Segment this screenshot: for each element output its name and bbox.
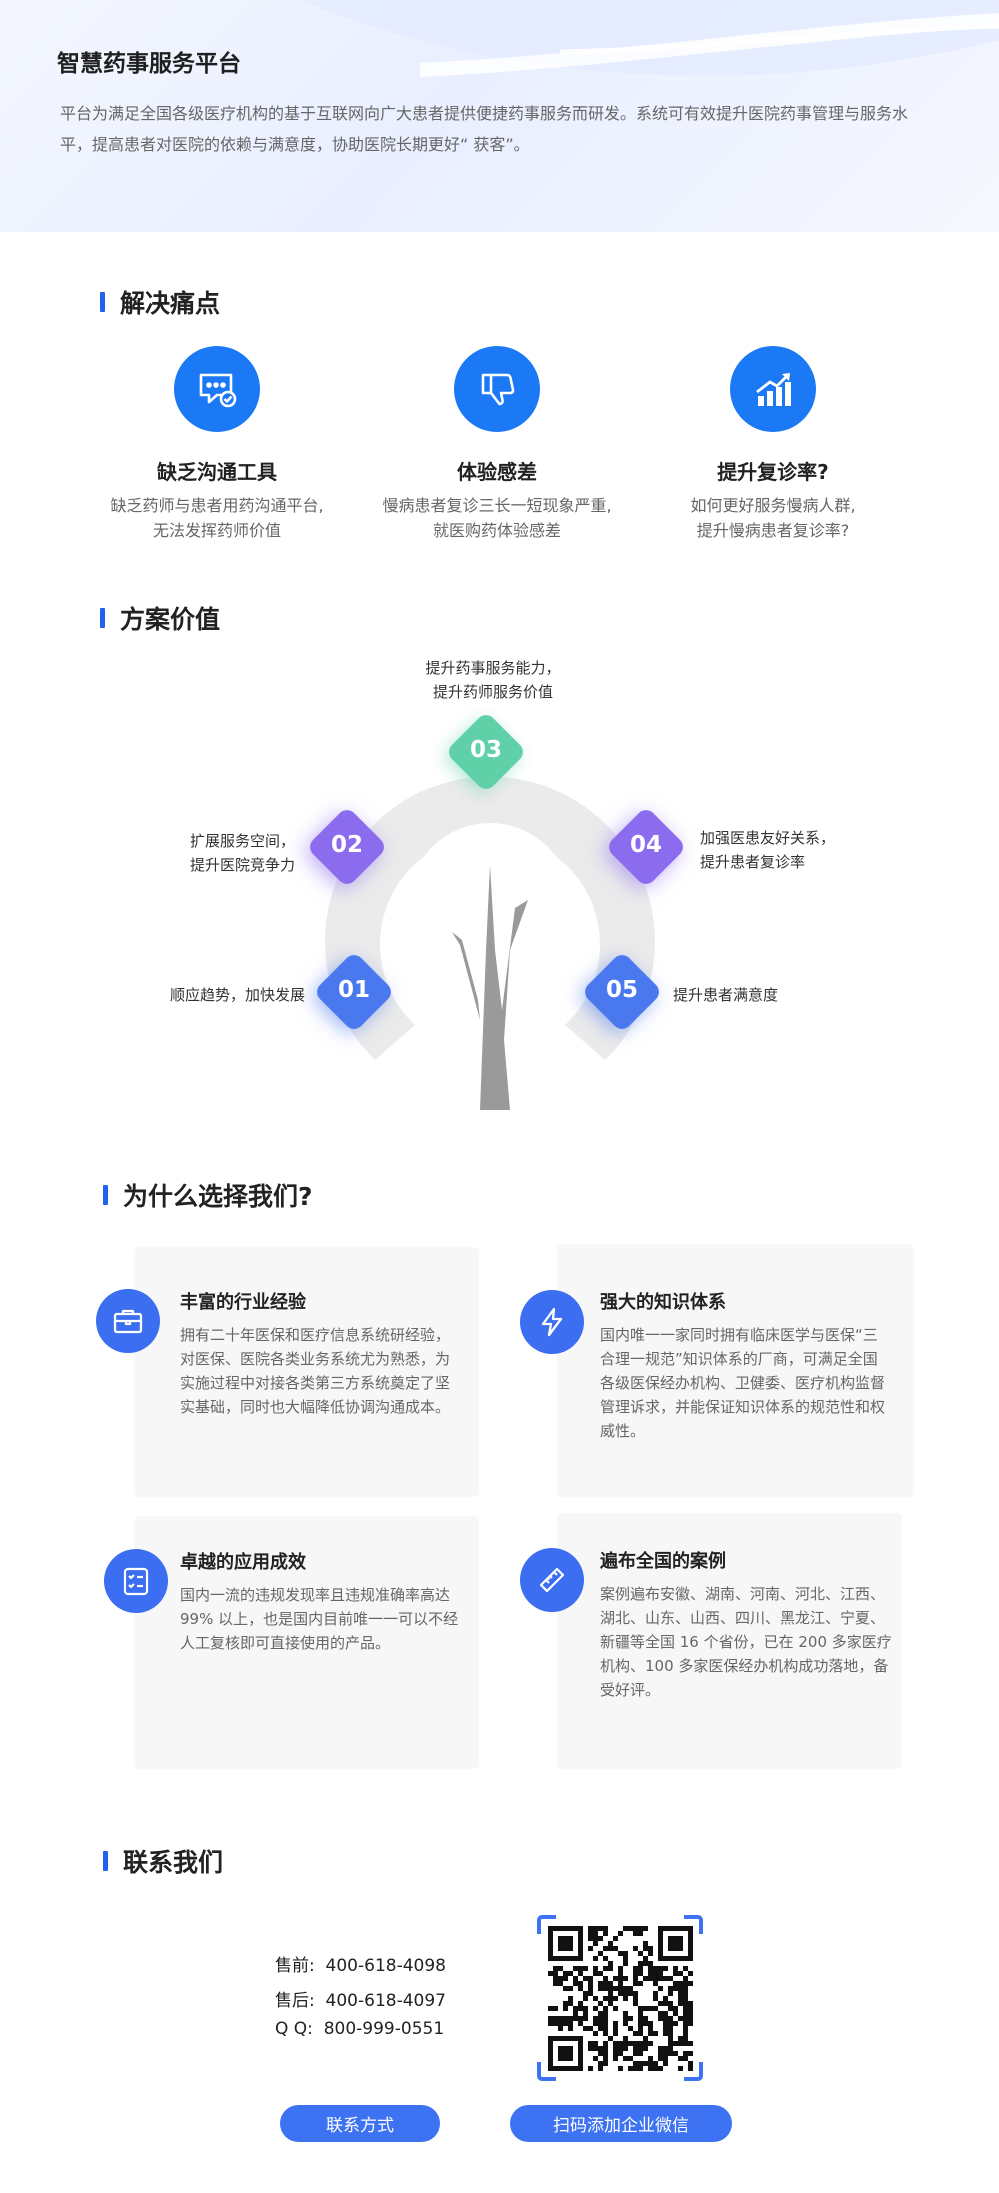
checklist-icon — [104, 1549, 168, 1613]
briefcase-icon — [96, 1289, 160, 1353]
value-label-03: 提升药事服务能力，提升药师服务价值 — [425, 659, 561, 701]
why-card-desc: 拥有二十年医保和医疗信息系统研经验，对医保、医院各类业务系统尤为熟悉，为实施过程… — [180, 1326, 451, 1416]
pain-desc: 慢病患者复诊三长一短现象严重,就医购药体验感差 — [382, 496, 612, 540]
why-card-desc: 国内一流的违规发现率且违规准确率高达 99% 以上，也是国内目前唯一一可以不经人… — [180, 1586, 459, 1652]
hero-description: 平台为满足全国各级医疗机构的基于互联网向广大患者提供便捷药事服务而研发。系统可有… — [60, 104, 909, 154]
value-label-02: 扩展服务空间，提升医院竞争力 — [189, 832, 295, 874]
section-title-contact: 联系我们 — [103, 1843, 223, 1879]
wechat-scan-button[interactable]: 扫码添加企业微信 — [510, 2105, 732, 2142]
section-title-why: 为什么选择我们? — [103, 1177, 313, 1213]
pain-item-experience: 体验感差 慢病患者复诊三长一短现象严重,就医购药体验感差 — [362, 346, 632, 543]
why-card-results — [134, 1516, 479, 1769]
value-label-05: 提升患者满意度 — [673, 986, 779, 1004]
value-number: 01 — [337, 977, 370, 1003]
value-number: 03 — [469, 737, 502, 763]
chat-check-icon — [174, 346, 260, 432]
value-number: 02 — [330, 832, 363, 858]
pain-title: 缺乏沟通工具 — [157, 460, 277, 484]
title-bar — [103, 1851, 108, 1871]
bar-chart-up-icon — [730, 346, 816, 432]
pain-item-revisit: 提升复诊率? 如何更好服务慢病人群,提升慢病患者复诊率? — [638, 346, 908, 543]
pain-desc: 如何更好服务慢病人群,提升慢病患者复诊率? — [690, 496, 856, 540]
value-ring-tree-graphic — [325, 776, 655, 1110]
why-card-title: 强大的知识体系 — [600, 1292, 726, 1313]
why-card-title: 丰富的行业经验 — [180, 1292, 306, 1313]
why-card-knowledge — [557, 1244, 914, 1497]
why-card-experience — [134, 1247, 479, 1497]
ruler-icon — [520, 1548, 584, 1612]
value-label-01: 顺应趋势，加快发展 — [169, 986, 305, 1004]
thumbs-down-icon — [454, 346, 540, 432]
aftersale-phone: 售后: 400-618-4097 — [275, 1991, 446, 2011]
why-card-desc: 案例遍布安徽、湖南、河南、河北、江西、湖北、山东、山西、四川、黑龙江、宁夏、新疆… — [600, 1585, 892, 1699]
title-bar — [100, 292, 105, 312]
value-label-04: 加强医患友好关系，提升患者复诊率 — [700, 829, 836, 871]
why-card-title: 卓越的应用成效 — [180, 1552, 306, 1573]
pain-title: 体验感差 — [457, 460, 537, 484]
contact-method-button[interactable]: 联系方式 — [280, 2105, 440, 2142]
qq-number: Q Q: 800-999-0551 — [275, 2019, 445, 2039]
pain-title: 提升复诊率? — [717, 460, 829, 484]
why-card-title: 遍布全国的案例 — [600, 1551, 726, 1572]
section-title-value: 方案价值 — [100, 600, 220, 636]
why-card-cases — [557, 1513, 902, 1769]
section-title-pain: 解决痛点 — [100, 284, 220, 320]
pain-item-communication: 缺乏沟通工具 缺乏药师与患者用药沟通平台,无法发挥药师价值 — [82, 346, 352, 543]
presale-phone: 售前: 400-618-4098 — [275, 1956, 446, 1976]
value-number: 04 — [629, 832, 662, 858]
hero-banner: 智慧药事服务平台 平台为满足全国各级医疗机构的基于互联网向广大患者提供便捷药事服… — [0, 0, 999, 232]
wechat-qr-code — [537, 1915, 703, 2081]
page-title: 智慧药事服务平台 — [57, 51, 241, 77]
lightning-icon — [520, 1290, 584, 1354]
pain-desc: 缺乏药师与患者用药沟通平台,无法发挥药师价值 — [110, 496, 324, 540]
value-number: 05 — [605, 977, 638, 1003]
hero-wave-decoration — [300, 0, 999, 77]
why-card-desc: 国内唯一一家同时拥有临床医学与医保“三合理一规范”知识体系的厂商，可满足全国各级… — [600, 1326, 886, 1440]
title-bar — [103, 1185, 108, 1205]
title-bar — [100, 608, 105, 628]
